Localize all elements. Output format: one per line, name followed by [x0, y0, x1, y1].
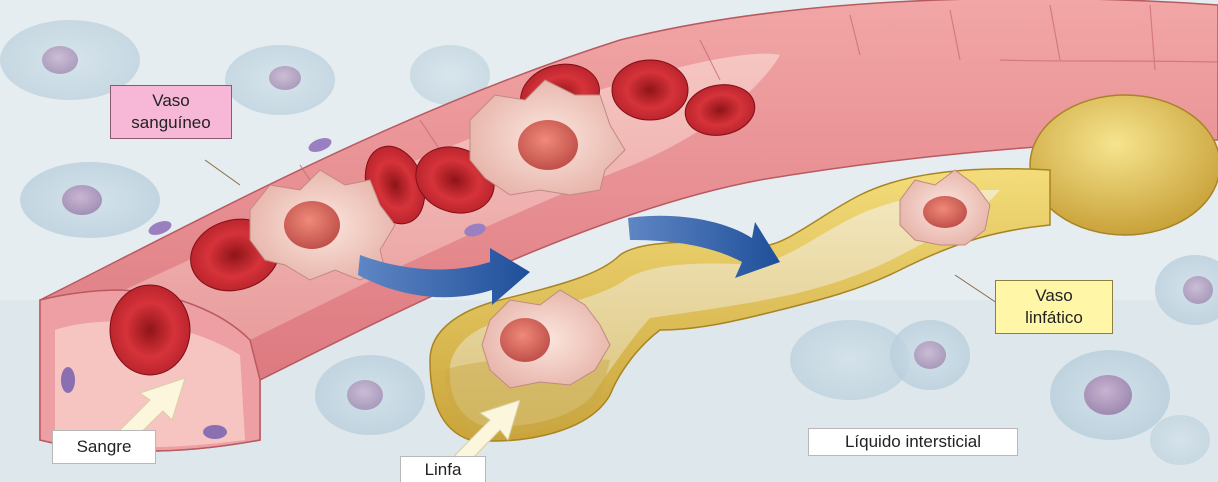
lymph-vessel-label-line1: Vaso	[1004, 285, 1104, 307]
blood-label: Sangre	[52, 430, 156, 464]
lymph-vessel-label: Vaso linfático	[995, 280, 1113, 334]
blood-vessel-label: Vaso sanguíneo	[110, 85, 232, 139]
blood-vessel-label-line2: sanguíneo	[119, 112, 223, 134]
lymph-label: Linfa	[400, 456, 486, 482]
lymph-vessel-label-line2: linfático	[1004, 307, 1104, 329]
interstitial-fluid-label: Líquido intersticial	[808, 428, 1018, 456]
blood-vessel-label-line1: Vaso	[119, 90, 223, 112]
